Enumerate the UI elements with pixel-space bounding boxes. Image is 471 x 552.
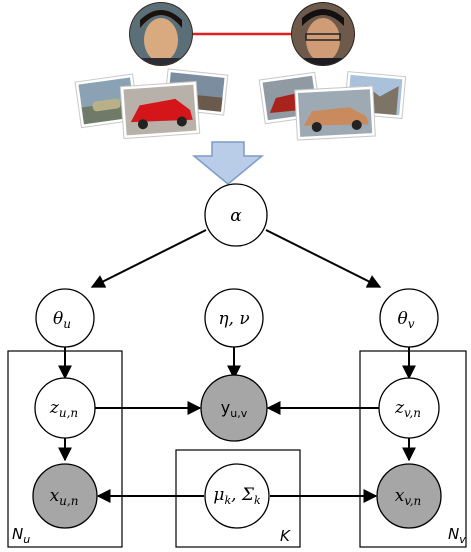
node-z-vn: [378, 377, 440, 439]
car-photos-user-v: [258, 71, 407, 141]
node-y-uv: [200, 374, 268, 442]
avatar-user-v: [291, 2, 355, 66]
down-arrow-icon: [191, 141, 265, 185]
node-theta-v: [379, 288, 439, 348]
label-theta-v: θv: [397, 309, 414, 331]
label-z-vn: zv,n: [394, 398, 421, 420]
edges: [58, 229, 416, 503]
node-mu-sigma: [204, 463, 270, 529]
label-y-uv: yu,v: [221, 398, 248, 420]
avatar-user-u: [129, 2, 193, 66]
label-x-un: xu,n: [50, 486, 79, 508]
plate-label-nv: Nv: [448, 525, 466, 546]
node-x-un: [32, 463, 98, 529]
node-eta-nu: [204, 288, 264, 348]
label-eta-nu: η, ν: [218, 309, 249, 329]
node-theta-u: [35, 288, 95, 348]
car-photos-user-u: [74, 68, 229, 140]
edge-alpha-theta-v: [265, 229, 382, 288]
plate-k: [175, 449, 301, 548]
plate-label-nu: Nu: [12, 525, 30, 546]
label-z-un: zu,n: [49, 398, 78, 420]
node-alpha: [204, 183, 268, 247]
label-mu-sigma: μk, Σk: [213, 485, 261, 507]
plate-nv: [359, 350, 467, 548]
label-alpha: α: [230, 206, 242, 226]
node-z-un: [34, 377, 96, 439]
plate-label-k: K: [280, 527, 291, 545]
label-theta-u: θu: [53, 309, 71, 331]
label-x-vn: xv,n: [395, 486, 422, 508]
node-x-vn: [376, 463, 442, 529]
edge-alpha-theta-u: [90, 229, 207, 288]
